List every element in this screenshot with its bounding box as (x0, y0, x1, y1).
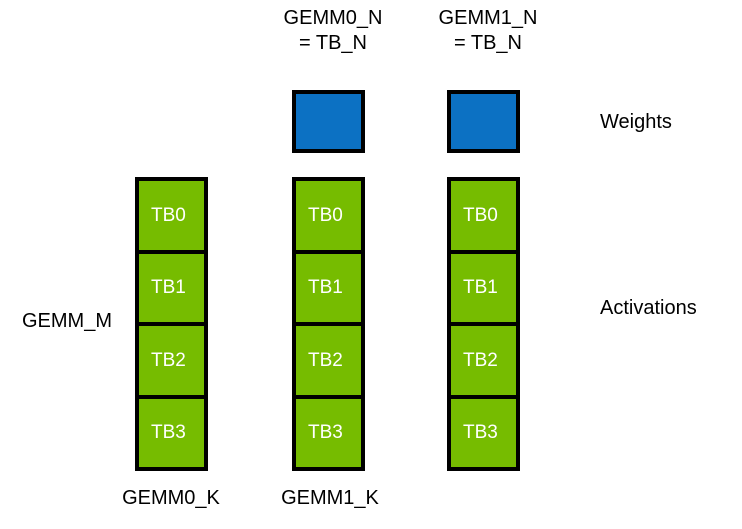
activation-cell: TB0 (296, 181, 361, 250)
top-label-gemm1-n: GEMM1_N = TB_N (418, 6, 558, 56)
activation-cell-label: TB0 (308, 204, 343, 226)
weights-row-label: Weights (600, 111, 672, 133)
activation-cell-label: TB3 (151, 422, 186, 444)
bottom-label-gemm1-k: GEMM1_K (281, 487, 379, 509)
activation-cell-label: TB3 (463, 422, 498, 444)
top-label-gemm1-n-line1: GEMM1_N (438, 7, 538, 29)
top-label-gemm1-n-line2: = TB_N (454, 32, 522, 54)
activation-cell-label: TB2 (463, 349, 498, 371)
gemm-m-axis-label: GEMM_M (22, 310, 112, 332)
activation-cell: TB0 (139, 181, 204, 250)
activation-cell-label: TB2 (308, 349, 343, 371)
bottom-label-gemm0-k: GEMM0_K (122, 487, 220, 509)
activation-cell: TB1 (296, 249, 361, 322)
activation-cell: TB3 (451, 394, 516, 467)
activation-cell: TB2 (296, 322, 361, 395)
activation-cell: TB2 (139, 322, 204, 395)
activation-cell-label: TB0 (151, 204, 186, 226)
top-label-gemm0-n: GEMM0_N = TB_N (263, 6, 403, 56)
activation-cell-label: TB1 (308, 277, 343, 299)
activation-column-2: TB0 TB1 TB2 TB3 (447, 177, 520, 471)
activation-cell-label: TB0 (463, 204, 498, 226)
activation-cell-label: TB3 (308, 422, 343, 444)
activation-cell: TB1 (139, 249, 204, 322)
activation-cell: TB3 (139, 394, 204, 467)
activations-row-label: Activations (600, 297, 697, 319)
activation-cell: TB3 (296, 394, 361, 467)
gemm0-weight-tile (292, 90, 365, 153)
activation-cell-label: TB1 (151, 277, 186, 299)
activation-cell: TB0 (451, 181, 516, 250)
activation-column-1: TB0 TB1 TB2 TB3 (292, 177, 365, 471)
activation-cell: TB1 (451, 249, 516, 322)
activation-column-0: TB0 TB1 TB2 TB3 (135, 177, 208, 471)
top-label-gemm0-n-line1: GEMM0_N (283, 7, 383, 29)
activation-cell-label: TB2 (151, 349, 186, 371)
activation-cell-label: TB1 (463, 277, 498, 299)
top-label-gemm0-n-line2: = TB_N (299, 32, 367, 54)
activation-cell: TB2 (451, 322, 516, 395)
gemm1-weight-tile (447, 90, 520, 153)
